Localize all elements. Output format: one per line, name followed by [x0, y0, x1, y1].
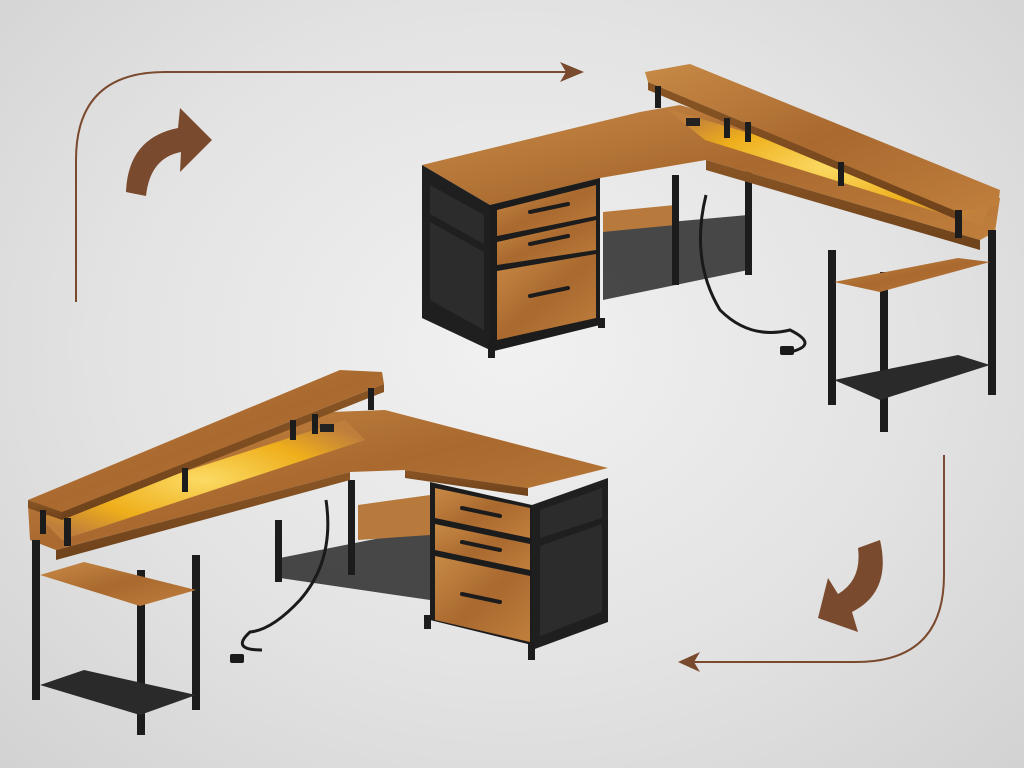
drawer-handle	[460, 592, 502, 604]
guide-arrow-top	[75, 71, 568, 302]
monitor-shelf	[645, 64, 1000, 212]
desk-leg	[672, 175, 679, 285]
desk-leg	[988, 230, 996, 395]
fabric-panel	[540, 488, 602, 538]
wood-shelf	[603, 205, 675, 232]
riser-post	[368, 388, 374, 410]
desk-leg	[828, 250, 836, 405]
desktop-edge	[56, 472, 350, 560]
mesh-shelf	[40, 670, 196, 715]
riser-post	[290, 420, 296, 440]
riser-post	[182, 468, 188, 492]
riser-post	[745, 122, 751, 142]
desk-leg	[598, 318, 605, 328]
power-outlet	[320, 424, 334, 432]
mesh-shelf	[834, 355, 990, 400]
fabric-panel	[430, 222, 484, 330]
power-plug	[780, 346, 794, 355]
power-cord	[698, 194, 807, 354]
return-arrow-icon	[818, 540, 883, 632]
drawer-handle	[528, 286, 570, 298]
desk-configuration-left	[28, 370, 608, 735]
curved-arrow-icon	[126, 108, 212, 196]
monitor-shelf-edge	[648, 82, 958, 220]
guide-arrow-top-head	[560, 62, 584, 82]
desk-leg	[880, 272, 888, 432]
drawer-handle	[528, 202, 570, 214]
desk-leg	[137, 570, 145, 735]
riser-post	[955, 210, 962, 238]
desk-configuration-right	[422, 64, 1000, 432]
power-cord	[240, 499, 330, 652]
riser-post	[40, 510, 46, 534]
riser-post	[64, 518, 71, 546]
desk-leg	[275, 520, 282, 582]
desk-leg	[348, 480, 355, 575]
riser-post	[312, 414, 318, 434]
desk-leg	[32, 540, 40, 700]
guide-arrow-bottom	[694, 455, 945, 663]
drawer-handle	[528, 234, 570, 246]
desk-leg	[192, 555, 200, 710]
desk-leg	[424, 615, 431, 629]
side-shelf	[40, 562, 196, 606]
desk-leg	[528, 642, 535, 660]
led-glow	[40, 420, 365, 540]
riser-post	[838, 162, 844, 186]
drawer	[497, 254, 596, 340]
desktop-edge	[706, 160, 980, 250]
riser-post	[655, 86, 661, 108]
power-plug	[230, 654, 244, 663]
fabric-panel	[430, 185, 484, 244]
riser-post	[724, 118, 730, 138]
drawer-handle	[460, 540, 502, 552]
desktop-edge	[405, 470, 528, 496]
desk-leg	[488, 340, 495, 358]
guide-arrow-bottom-head	[678, 652, 700, 672]
monitor-shelf	[28, 370, 384, 512]
side-shelf	[834, 258, 990, 292]
drawer-handle	[460, 506, 502, 518]
monitor-shelf-edge	[62, 384, 384, 520]
power-outlet	[686, 118, 700, 126]
desktop-surface	[422, 105, 1000, 240]
desktop-surface	[28, 410, 608, 550]
wood-shelf	[358, 495, 430, 540]
fabric-panel	[540, 524, 602, 636]
desk-leg	[745, 170, 752, 275]
